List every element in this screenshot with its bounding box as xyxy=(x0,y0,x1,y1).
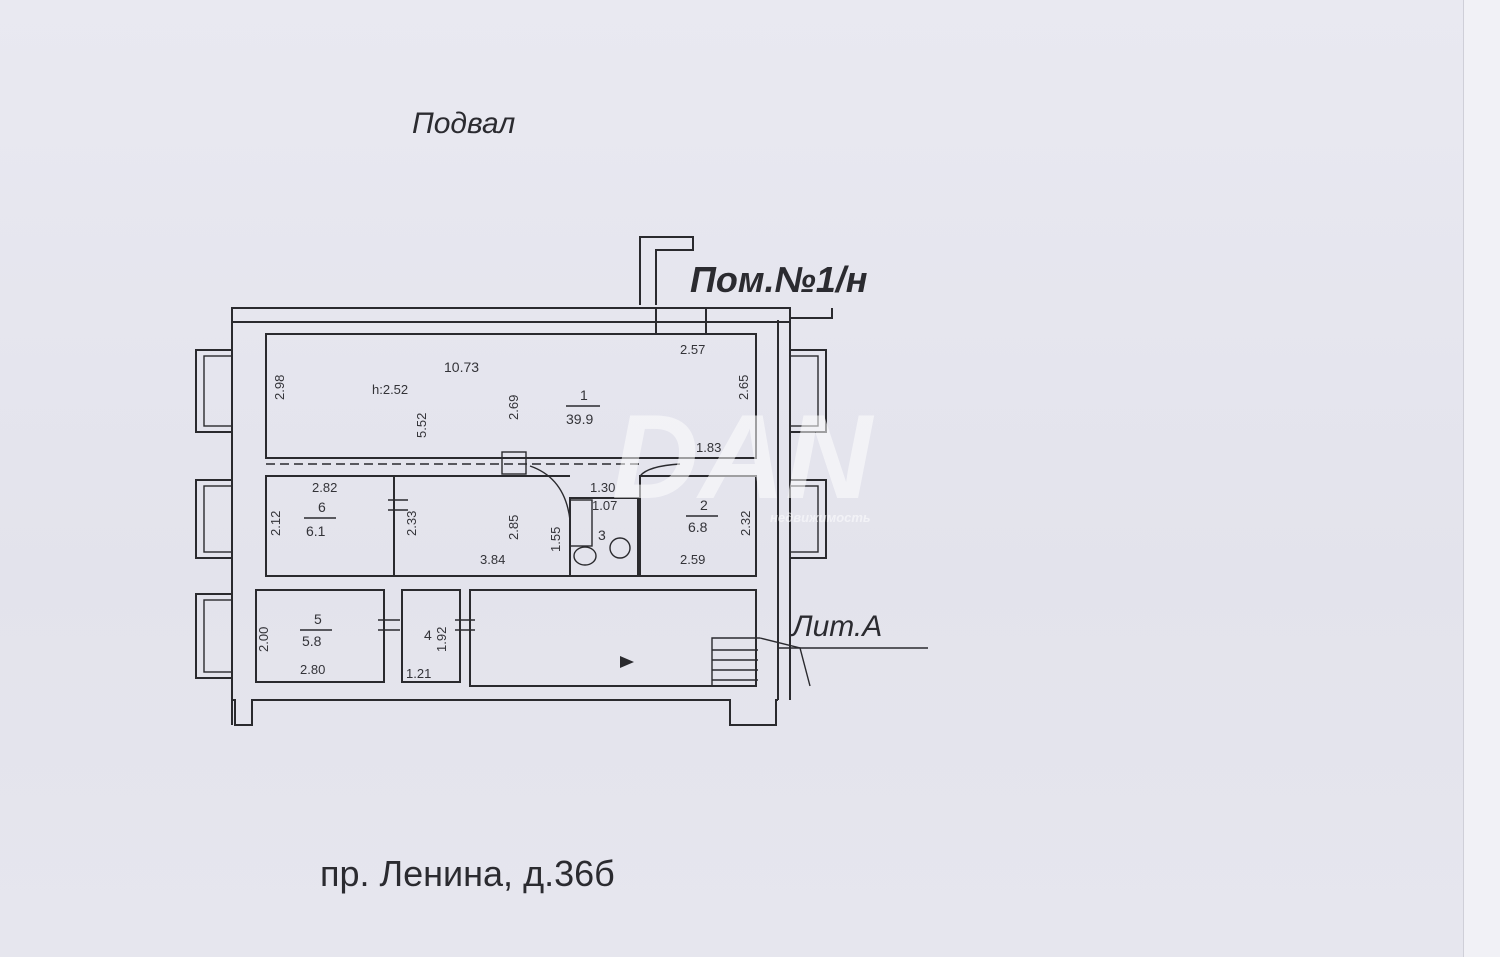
dim-259: 2.59 xyxy=(680,552,705,567)
room-2-number: 2 xyxy=(700,497,708,513)
room-2-walls xyxy=(639,463,757,577)
dim-233: 2.33 xyxy=(404,511,419,536)
room-5-walls xyxy=(255,589,400,683)
room-6-walls xyxy=(265,475,408,577)
dim-155: 1.55 xyxy=(548,527,563,552)
dim-top-width: 10.73 xyxy=(444,359,479,375)
room-6-number: 6 xyxy=(318,499,326,515)
room-1-number: 1 xyxy=(580,387,588,403)
room-3-number: 3 xyxy=(598,527,606,543)
dim-282: 2.82 xyxy=(312,480,337,495)
corridor-walls xyxy=(394,465,571,577)
window-pits-left xyxy=(195,349,233,679)
unit-label: Пом.№1/н xyxy=(690,259,868,300)
dim-212: 2.12 xyxy=(268,511,283,536)
dim-vent-width: 2.57 xyxy=(680,342,705,357)
dim-121: 1.21 xyxy=(406,666,431,681)
dim-265: 2.65 xyxy=(736,375,751,400)
dim-552: 5.52 xyxy=(414,413,429,438)
room-2-area: 6.8 xyxy=(688,519,708,535)
dim-left-298: 2.98 xyxy=(272,375,287,400)
room-6-area: 6.1 xyxy=(306,523,326,539)
room-1-area: 39.9 xyxy=(566,411,593,427)
watermark-logo: DAN xyxy=(612,390,874,524)
dim-280: 2.80 xyxy=(300,662,325,677)
dim-232: 2.32 xyxy=(738,511,753,536)
watermark-subtitle: недвижимость xyxy=(770,510,871,525)
ceiling-height: h:2.52 xyxy=(372,382,408,397)
address-label: пр. Ленина, д.36б xyxy=(320,853,615,894)
dim-107: 1.07 xyxy=(592,498,617,513)
dim-130: 1.30 xyxy=(590,480,615,495)
vent-shaft xyxy=(639,236,694,305)
room-4-number: 4 xyxy=(424,627,432,643)
window-pits-right xyxy=(789,349,827,559)
dim-269: 2.69 xyxy=(506,395,521,420)
dim-285: 2.85 xyxy=(506,515,521,540)
room-1-walls xyxy=(265,307,757,475)
dim-183: 1.83 xyxy=(696,440,721,455)
dim-200: 2.00 xyxy=(256,627,271,652)
letter-label: Лит.А xyxy=(790,610,882,643)
stair-arrow xyxy=(620,656,634,668)
floor-title: Подвал xyxy=(412,107,515,140)
dim-384: 3.84 xyxy=(480,552,505,567)
room-5-number: 5 xyxy=(314,611,322,627)
stair-room-walls xyxy=(469,589,811,687)
room-4-walls xyxy=(401,589,475,683)
dim-192: 1.92 xyxy=(434,627,449,652)
room-3-walls xyxy=(569,497,639,577)
room-5-area: 5.8 xyxy=(302,633,322,649)
adjacent-page-edge xyxy=(1463,0,1500,957)
